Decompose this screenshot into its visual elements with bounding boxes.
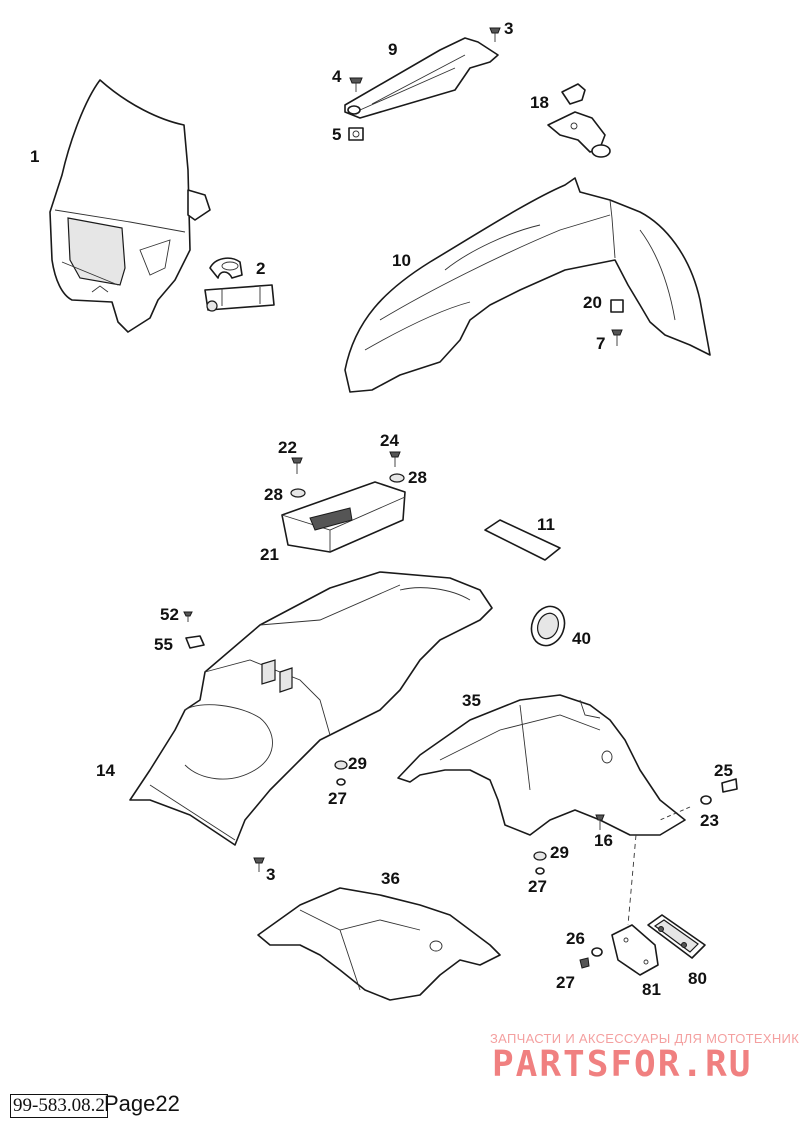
callout-55: 55 [154, 635, 173, 654]
fender-clip-screw [610, 299, 624, 346]
callout-4: 4 [332, 67, 342, 86]
assembly-guide-line [627, 834, 637, 926]
callout-26: 26 [566, 929, 585, 948]
callout-11: 11 [537, 515, 555, 534]
watermark-tagline: ЗАПЧАСТИ И АКСЕССУАРЫ ДЛЯ МОТОТЕХНИКИ [490, 1031, 800, 1046]
callout-18: 18 [530, 93, 549, 112]
callout-35: 35 [462, 691, 481, 710]
callout-21: 21 [260, 545, 279, 564]
number-plate-screws [290, 451, 405, 498]
callout-3-lower: 3 [266, 865, 275, 884]
license-plate-holder-parts [579, 914, 706, 976]
page-number: Page22 [104, 1091, 180, 1116]
grommet-part [530, 605, 566, 647]
rear-mudguard-lower-part [257, 887, 501, 1001]
callout-81: 81 [642, 980, 661, 999]
washer-nut-group-mid [253, 760, 348, 872]
callout-2: 2 [256, 259, 265, 278]
callout-1: 1 [30, 147, 39, 166]
cable-guide-bracket-part [547, 83, 611, 158]
callout-36: 36 [381, 869, 400, 888]
side-cover-with-logo-part [281, 481, 406, 553]
rear-screws-23-25 [659, 778, 738, 821]
callout-27-bottom: 27 [556, 973, 575, 992]
callout-29-mid: 29 [348, 754, 367, 773]
callout-28-right: 28 [408, 468, 427, 487]
callout-5: 5 [332, 125, 341, 144]
callout-10: 10 [392, 251, 411, 270]
headlight-mask-part [49, 79, 211, 333]
callout-29-right: 29 [550, 843, 569, 862]
front-fender-part [344, 177, 711, 393]
callout-27-mid: 27 [328, 789, 347, 808]
rear-fender-section-part [397, 694, 686, 836]
callout-24: 24 [380, 431, 399, 450]
fender-brace-part [344, 37, 499, 119]
headlight-bracket-part [204, 257, 275, 312]
callout-28-left: 28 [264, 485, 283, 504]
callout-7: 7 [596, 334, 605, 353]
callout-20: 20 [583, 293, 602, 312]
callout-25: 25 [714, 761, 733, 780]
screw-16 [533, 814, 605, 875]
decal-strip-part [484, 519, 561, 561]
callout-23: 23 [700, 811, 719, 830]
callout-40: 40 [572, 629, 591, 648]
watermark-logo: PARTSFOR.RU [492, 1044, 753, 1085]
rear-fender-tail-part [129, 571, 493, 846]
callout-9: 9 [388, 40, 397, 59]
callout-3: 3 [504, 19, 513, 38]
clip-nut-group [183, 611, 205, 649]
callout-80: 80 [688, 969, 707, 988]
callout-52: 52 [160, 605, 179, 624]
callout-14: 14 [96, 761, 115, 780]
callout-22: 22 [278, 438, 297, 457]
callout-16: 16 [594, 831, 613, 850]
screw-nut-group-top [348, 27, 501, 141]
diagram-code: 99-583.08.2 [10, 1094, 108, 1118]
callout-27-right: 27 [528, 877, 547, 896]
